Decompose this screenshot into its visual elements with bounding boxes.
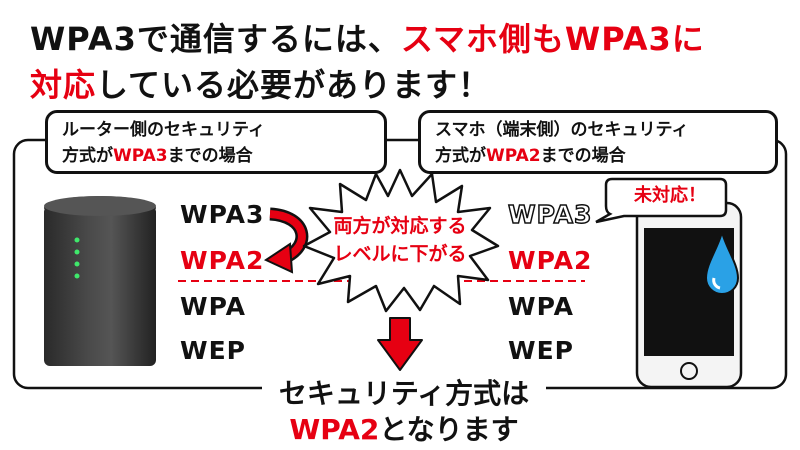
router-bubble-suffix: までの場合 — [167, 146, 253, 166]
down-arrow-icon — [377, 317, 423, 371]
headline-highlight: スマホ側もWPA3に — [400, 20, 705, 58]
unsupported-bubble — [595, 177, 728, 224]
phone-list-wep: WEP — [508, 336, 574, 365]
headline-line2: 対応している必要があります！ — [30, 60, 491, 106]
burst-text: 両方が対応する レベルに下がる — [300, 212, 500, 268]
headline-prefix: WPA3で通信するには、 — [30, 20, 401, 58]
phone-bubble-line1: スマホ（端末側）のセキュリティ — [435, 120, 689, 140]
router-list-wpa3: WPA3 — [180, 200, 265, 229]
phone-bubble: スマホ（端末側）のセキュリティ 方式がWPA2までの場合 — [418, 110, 778, 174]
result-suffix: となります — [379, 413, 519, 446]
result-highlight: WPA2 — [289, 413, 380, 446]
router-list-wep: WEP — [180, 336, 246, 365]
result-line2: WPA2となります — [262, 408, 546, 448]
burst-line2: レベルに下がる — [333, 243, 467, 265]
phone-list-wpa2: WPA2 — [508, 246, 593, 275]
result-line1: セキュリティ方式は — [262, 372, 546, 412]
router-list-wpa2: WPA2 — [180, 246, 265, 275]
phone-list-wpa3: WPA3 — [507, 199, 593, 230]
router-bubble-line1: ルーター側のセキュリティ — [62, 120, 265, 140]
phone-bubble-suffix: までの場合 — [540, 146, 626, 166]
phone-bubble-prefix: 方式が — [435, 146, 486, 166]
explosion-burst-icon — [302, 168, 500, 313]
headline-suffix: している必要があります！ — [96, 66, 492, 104]
headline-highlight-2: 対応 — [30, 66, 97, 104]
headline-line1: WPA3で通信するには、スマホ側もWPA3に — [30, 14, 705, 60]
curved-arrow-icon — [263, 207, 309, 274]
burst-line1: 両方が対応する — [333, 215, 467, 237]
phone-list-wpa: WPA — [508, 292, 574, 321]
router-icon — [44, 196, 156, 366]
router-bubble-highlight: WPA3 — [113, 146, 168, 166]
unsupported-label: 未対応！ — [634, 185, 706, 206]
router-bubble: ルーター側のセキュリティ 方式がWPA3までの場合 — [45, 110, 387, 174]
router-list-wpa: WPA — [180, 292, 246, 321]
phone-bubble-highlight: WPA2 — [486, 146, 541, 166]
water-drop-icon — [704, 231, 740, 295]
router-bubble-prefix: 方式が — [62, 146, 113, 166]
